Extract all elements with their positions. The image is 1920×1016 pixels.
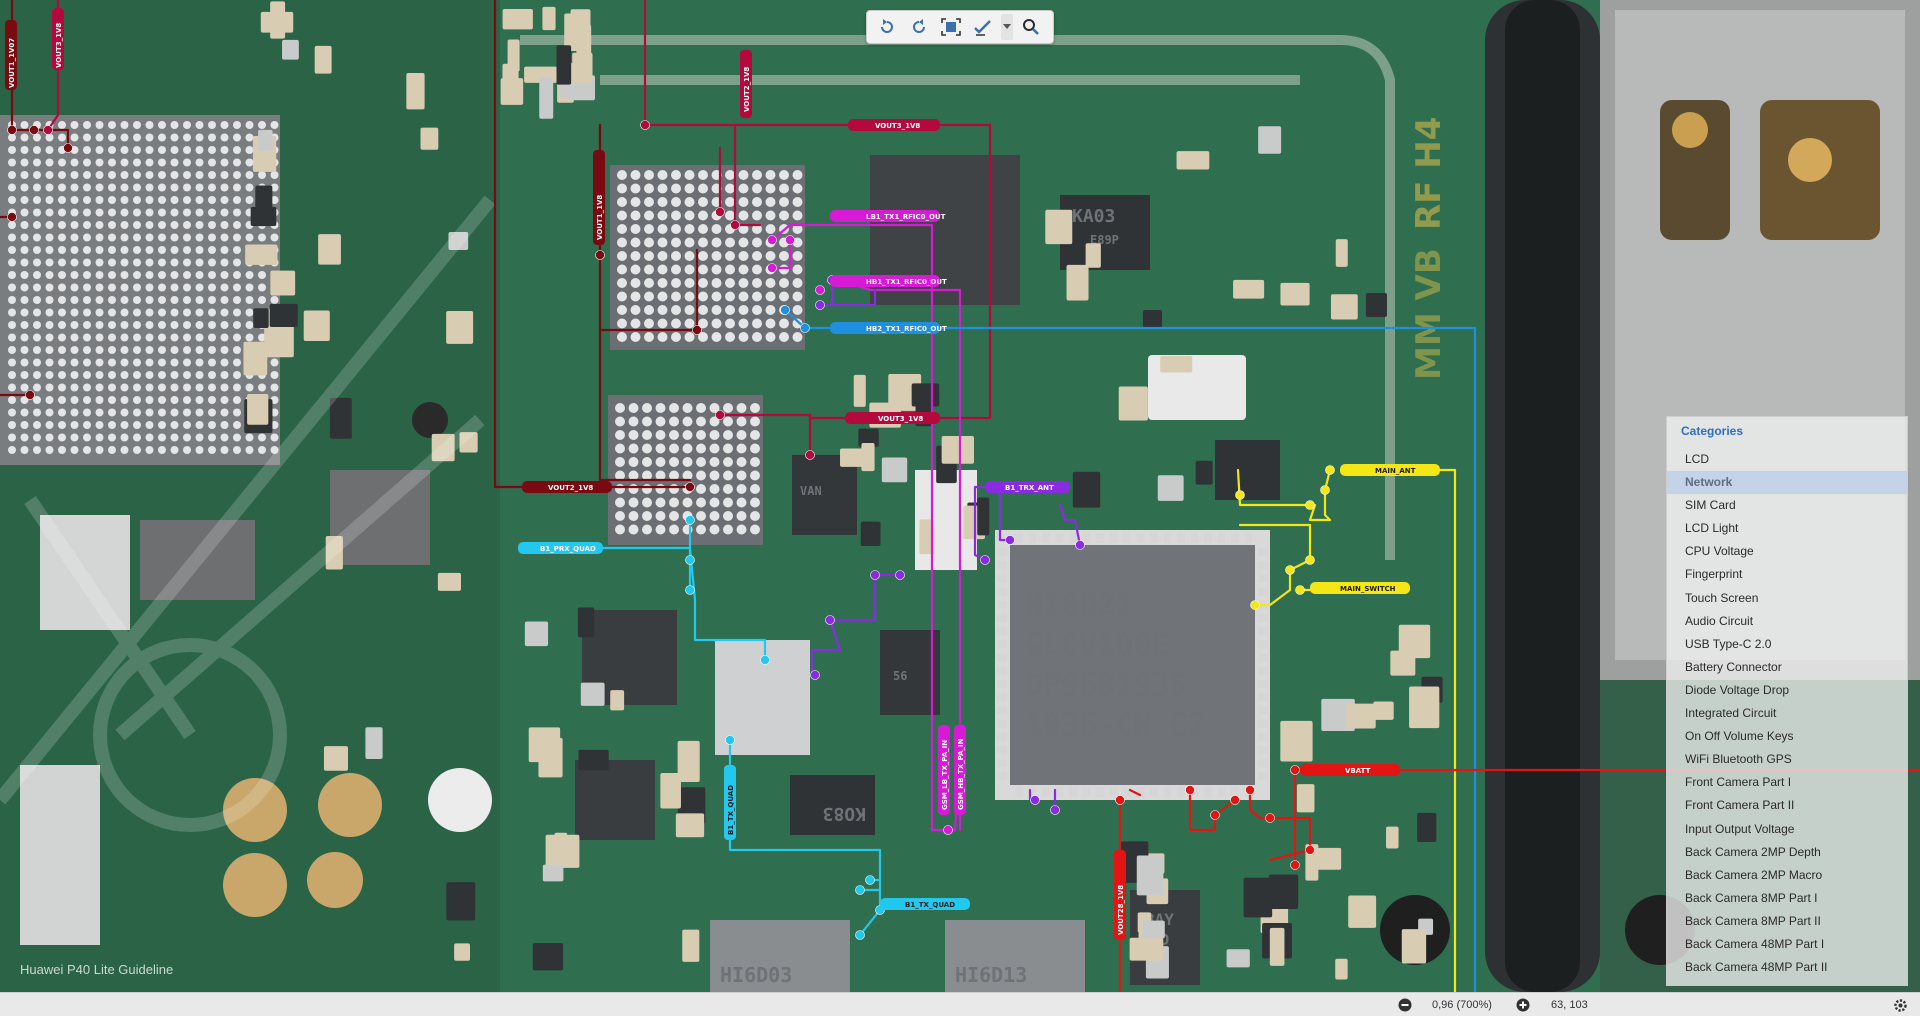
main-chip-line3: DP9681935 bbox=[1025, 668, 1188, 703]
category-fingerprint[interactable]: Fingerprint bbox=[1685, 567, 1743, 582]
category-network[interactable]: Network bbox=[1667, 471, 1907, 495]
search-button[interactable] bbox=[1017, 14, 1045, 40]
category-wifi-bluetooth-gps[interactable]: WiFi Bluetooth GPS bbox=[1685, 752, 1792, 767]
category-back-camera-2mp-depth[interactable]: Back Camera 2MP Depth bbox=[1685, 844, 1821, 859]
category-diode-voltage-drop[interactable]: Diode Voltage Drop bbox=[1685, 682, 1790, 697]
net-b1-tx-quad-h: B1_TX_QUAD bbox=[905, 901, 955, 909]
net-labels: VOUT1_1V07 VOUT3_1V8 VOUT1_1V8 VOUT2_1V8… bbox=[5, 8, 1440, 940]
net-vout28-1v8: VOUT28_1V8 bbox=[1117, 885, 1125, 935]
view-toolbar bbox=[866, 10, 1054, 44]
rotate-right-icon bbox=[913, 19, 925, 33]
net-gsm-lb-tx: GSM_LB_TX_PA_IN bbox=[941, 740, 949, 810]
trace-vias bbox=[7, 120, 1335, 940]
category-battery-connector[interactable]: Battery Connector bbox=[1685, 659, 1782, 674]
category-usb-type-c[interactable]: USB Type-C 2.0 bbox=[1685, 636, 1772, 651]
net-b1-trx-ant: B1_TRX_ANT bbox=[1005, 484, 1054, 492]
net-main-switch: MAIN_SWITCH bbox=[1340, 585, 1396, 593]
board-image[interactable]: HI6D21 GLCV100E DP9681935 1936-CN C2 KA0… bbox=[0, 0, 1920, 992]
fit-screen-icon bbox=[941, 18, 961, 36]
net-hb2-tx1: HB2_TX1_RFIC0_OUT bbox=[866, 325, 947, 333]
check-pen-icon bbox=[974, 20, 991, 36]
net-vout1-1v07: VOUT1_1V07 bbox=[8, 38, 16, 88]
gear-icon bbox=[1894, 998, 1907, 1012]
rotate-left-button[interactable] bbox=[873, 14, 901, 40]
chip-ko83: KO83 bbox=[823, 803, 866, 824]
net-main-ant: MAIN_ANT bbox=[1375, 467, 1416, 475]
net-vout1-1v8: VOUT1_1V8 bbox=[596, 195, 604, 240]
chip-hi6d13: HI6D13 bbox=[955, 963, 1027, 987]
net-vout2-1v8-a: VOUT2_1V8 bbox=[743, 67, 751, 112]
rotate-right-button[interactable] bbox=[905, 14, 933, 40]
status-bar: 0,96 (700%) 63, 103 bbox=[0, 992, 1920, 1016]
net-b1-prx: B1_PRX_QUAD bbox=[540, 545, 596, 553]
net-vbatt: VBATT bbox=[1345, 767, 1371, 775]
zoom-in-button[interactable] bbox=[1516, 997, 1530, 1013]
bga-center-chip bbox=[617, 170, 803, 342]
category-input-output-voltage[interactable]: Input Output Voltage bbox=[1685, 821, 1795, 836]
main-chip-line2: GLCV100E bbox=[1025, 628, 1170, 663]
net-lb1-tx1: LB1_TX1_RFIC0_OUT bbox=[866, 213, 946, 221]
category-integrated-circuit[interactable]: Integrated Circuit bbox=[1685, 706, 1777, 721]
chip-56: 56 bbox=[893, 669, 907, 683]
category-back-camera-8mp-1[interactable]: Back Camera 8MP Part I bbox=[1685, 890, 1818, 905]
category-on-off-volume-keys[interactable]: On Off Volume Keys bbox=[1685, 729, 1794, 744]
chip-hi6d03: HI6D03 bbox=[720, 963, 792, 987]
category-front-camera-2[interactable]: Front Camera Part II bbox=[1685, 798, 1795, 813]
category-touch-screen[interactable]: Touch Screen bbox=[1685, 590, 1759, 605]
cursor-coordinates: 63, 103 bbox=[1551, 999, 1588, 1011]
minus-circle-icon bbox=[1398, 998, 1412, 1012]
net-vout3-1v8-b: VOUT3_1V8 bbox=[875, 122, 920, 130]
bga-left-chip bbox=[8, 121, 279, 454]
board-viewer[interactable]: HI6D21 GLCV100E DP9681935 1936-CN C2 KA0… bbox=[0, 0, 1920, 992]
category-audio-circuit[interactable]: Audio Circuit bbox=[1685, 613, 1754, 628]
chip-ka03: KA03 bbox=[1072, 206, 1115, 227]
category-front-camera-1[interactable]: Front Camera Part I bbox=[1685, 775, 1792, 790]
annotate-dropdown[interactable] bbox=[1001, 14, 1013, 40]
plus-circle-icon bbox=[1516, 998, 1530, 1012]
net-gsm-hb-tx: GSM_HB_TX_PA_IN bbox=[957, 738, 965, 810]
annotate-button[interactable] bbox=[969, 14, 997, 40]
settings-button[interactable] bbox=[1893, 997, 1908, 1013]
categories-title: Categories bbox=[1681, 424, 1744, 438]
net-vout2-1v8-b: VOUT2_1V8 bbox=[548, 484, 593, 492]
net-b1-tx-quad-v: B1_TX_QUAD bbox=[727, 785, 735, 835]
zoom-level: 0,96 (700%) bbox=[1432, 999, 1492, 1011]
category-back-camera-2mp-macro[interactable]: Back Camera 2MP Macro bbox=[1685, 867, 1823, 882]
silk-rf-h4: RF H4 bbox=[1409, 117, 1449, 230]
search-icon bbox=[1023, 19, 1039, 35]
net-hb1-tx1: HB1_TX1_RFIC0_OUT bbox=[866, 278, 947, 286]
category-back-camera-8mp-2[interactable]: Back Camera 8MP Part II bbox=[1685, 913, 1821, 928]
category-lcd[interactable]: LCD bbox=[1685, 452, 1710, 466]
category-sim-card[interactable]: SIM Card bbox=[1685, 498, 1736, 513]
category-lcd-light[interactable]: LCD Light bbox=[1685, 521, 1739, 536]
zoom-out-button[interactable] bbox=[1398, 997, 1412, 1013]
main-chip-line1: HI6D21 bbox=[1025, 588, 1133, 623]
fit-screen-button[interactable] bbox=[937, 14, 965, 40]
categories-list: LCD Network SIM Card LCD Light CPU Volta… bbox=[1667, 448, 1907, 979]
qfn-pads bbox=[997, 533, 1268, 797]
net-vout3-1v8-a: VOUT3_1V8 bbox=[55, 23, 63, 68]
category-back-camera-48mp-2[interactable]: Back Camera 48MP Part II bbox=[1685, 960, 1828, 975]
guideline-watermark: Huawei P40 Lite Guideline bbox=[20, 962, 174, 977]
silk-mm-vb: MM VB bbox=[1409, 248, 1449, 380]
main-chip-line4: 1936-CN C2 bbox=[1025, 708, 1206, 743]
net-vout3-1v8-c: VOUT3_1V8 bbox=[878, 415, 923, 423]
chevron-down-icon bbox=[1003, 24, 1011, 29]
categories-panel: Categories LCD Network SIM Card LCD Ligh… bbox=[1666, 416, 1908, 986]
category-back-camera-48mp-1[interactable]: Back Camera 48MP Part I bbox=[1685, 936, 1825, 951]
category-cpu-voltage[interactable]: CPU Voltage bbox=[1685, 544, 1754, 559]
chip-van: VAN bbox=[800, 484, 822, 498]
rotate-left-icon bbox=[881, 19, 893, 33]
bga-center2-chip bbox=[615, 403, 760, 535]
